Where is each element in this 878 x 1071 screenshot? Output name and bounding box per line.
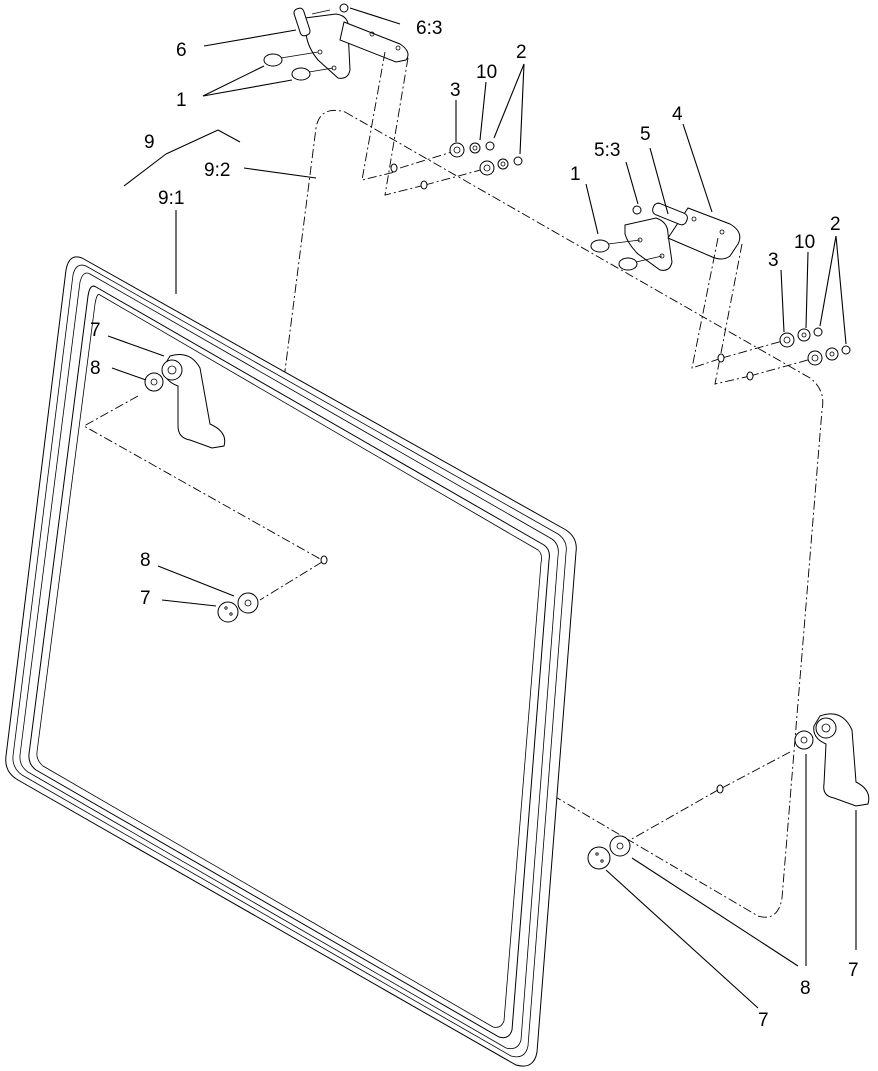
callout-7-left-mid: 7 bbox=[140, 588, 151, 609]
callout-5-3: 5:3 bbox=[594, 140, 620, 161]
callout-10-right: 10 bbox=[794, 232, 815, 253]
callout-9-1: 9:1 bbox=[158, 188, 184, 209]
callout-6-3: 6:3 bbox=[416, 18, 442, 39]
callout-3-upper: 3 bbox=[450, 80, 461, 101]
leader-hinge-r-b bbox=[714, 243, 751, 385]
callout-10-upper: 10 bbox=[476, 62, 497, 83]
hole-right bbox=[716, 784, 724, 794]
leader-latch-left bbox=[83, 395, 323, 561]
callout-6: 6 bbox=[176, 40, 187, 61]
callout-2-upper: 2 bbox=[516, 42, 527, 63]
callout-5: 5 bbox=[640, 124, 651, 145]
latch-left bbox=[144, 354, 226, 449]
leader-hinge-tl-b bbox=[384, 57, 426, 196]
callout-labels: 6 6:3 1 3 10 2 1 5:3 5 4 3 10 2 9 9:2 9:… bbox=[90, 18, 859, 1031]
latch-right bbox=[794, 713, 870, 807]
knob-right bbox=[587, 789, 719, 870]
callout-8-left-mid: 8 bbox=[140, 550, 151, 571]
callout-2-right: 2 bbox=[830, 214, 841, 235]
callout-8-right: 8 bbox=[800, 978, 811, 999]
callout-4: 4 bbox=[672, 104, 683, 125]
hinge-top-right bbox=[590, 202, 741, 271]
callout-7-left-top: 7 bbox=[90, 320, 101, 341]
callout-1-right: 1 bbox=[570, 164, 581, 185]
callout-9: 9 bbox=[144, 132, 155, 153]
knob-left bbox=[217, 561, 323, 623]
callout-7-right-side: 7 bbox=[848, 960, 859, 981]
callout-9-2: 9:2 bbox=[204, 160, 230, 181]
rubber-seal-frame bbox=[5, 256, 577, 1067]
callout-leaders bbox=[107, 7, 857, 1009]
leader-hinge-r-a bbox=[691, 237, 723, 369]
hardware-upper-left bbox=[390, 141, 523, 190]
callout-7-right-bottom: 7 bbox=[758, 1010, 769, 1031]
leader-latch-right bbox=[721, 751, 791, 789]
callout-3-right: 3 bbox=[768, 250, 779, 271]
glass-pane-outline bbox=[255, 109, 824, 918]
hinge-top-left bbox=[263, 3, 409, 81]
leader-hinge-tl-a bbox=[361, 51, 396, 181]
callout-8-left-top: 8 bbox=[90, 358, 101, 379]
hole-left bbox=[320, 555, 328, 565]
hardware-upper-right bbox=[717, 327, 851, 381]
callout-1-top-left: 1 bbox=[176, 90, 187, 111]
